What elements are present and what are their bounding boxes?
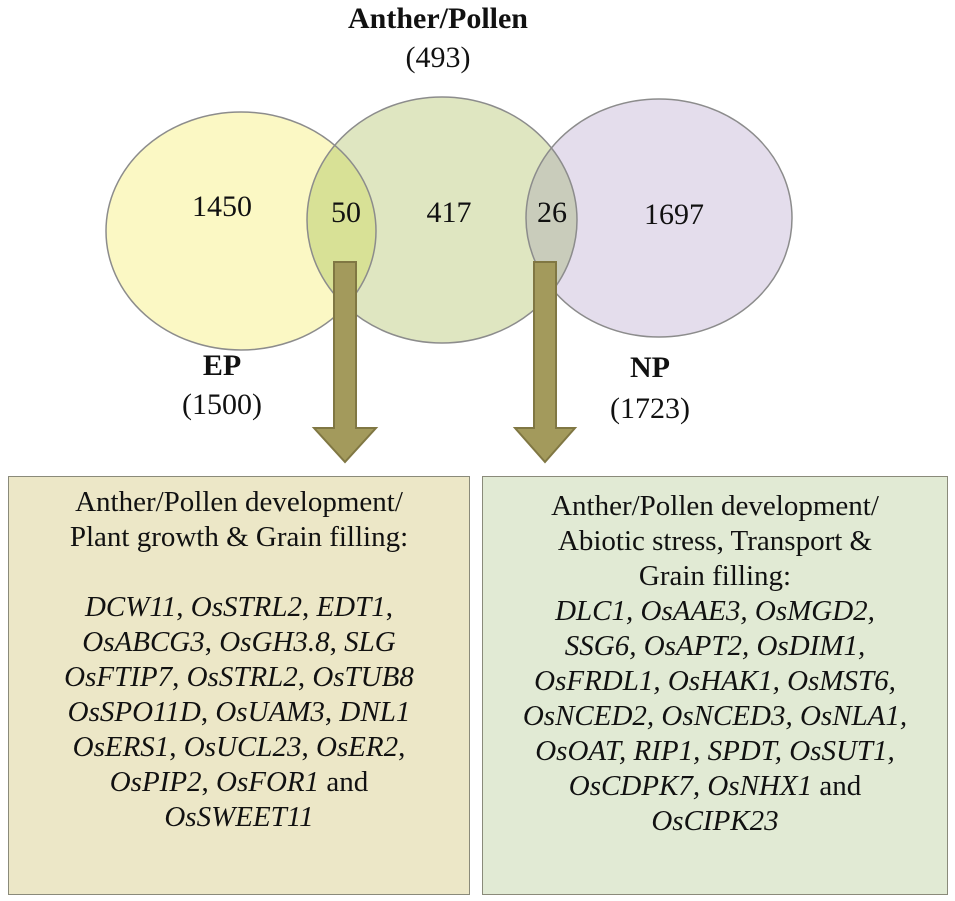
gene-name: OsFRDL1, OsHAK1, OsMST6, xyxy=(534,665,896,697)
gene-name: OsTUB8 xyxy=(312,661,414,693)
separator-text: , xyxy=(172,661,187,693)
gene-name: OsNCED2, OsNCED3, OsNLA1, xyxy=(522,700,908,732)
gene-name: OsOAT, RIP1, SPDT, OsSUT1, xyxy=(535,735,895,767)
separator-text: , xyxy=(385,591,394,623)
gene-name: OsSTRL2 xyxy=(190,591,302,623)
box-heading-line: Anther/Pollen development/ xyxy=(75,486,403,518)
separator-text: , xyxy=(204,626,220,658)
gene-line: OsCDPK7, OsNHX1 and xyxy=(483,769,947,804)
gene-line: OsFTIP7, OsSTRL2, OsTUB8 xyxy=(9,660,469,695)
gene-name: OsER2 xyxy=(315,731,399,763)
ep-circle-outline xyxy=(105,111,377,351)
box-heading-line: Abiotic stress, Transport & xyxy=(557,525,873,557)
ep-count: (1500) xyxy=(182,388,262,421)
gene-name: OsFTIP7 xyxy=(64,661,173,693)
gene-name: SSG6, OsAPT2, OsDIM1, xyxy=(564,630,866,662)
anther-circle-outline xyxy=(306,96,578,344)
gene-name: EDT1 xyxy=(316,591,386,623)
gene-line: OsERS1, OsUCL23, OsER2, xyxy=(9,730,469,765)
gene-line: OsFRDL1, OsHAK1, OsMST6, xyxy=(483,664,947,699)
gene-name: OsUCL23 xyxy=(183,731,302,763)
gene-line: OsCIPK23 xyxy=(483,804,947,839)
gene-line: DCW11, OsSTRL2, EDT1, xyxy=(9,590,469,625)
gene-name: OsCDPK7, OsNHX1 xyxy=(568,770,813,802)
ep-circle xyxy=(106,112,376,350)
gene-name: DCW11 xyxy=(84,591,177,623)
gene-line: OsPIP2, OsFOR1 and xyxy=(9,765,469,800)
ep-anther-gene-box: Anther/Pollen development/ Plant growth … xyxy=(8,476,470,895)
anther-np-gene-box: Anther/Pollen development/ Abiotic stres… xyxy=(482,476,948,895)
left-down-arrow xyxy=(311,261,379,464)
gene-list: DCW11, OsSTRL2, EDT1,OsABCG3, OsGH3.8, S… xyxy=(9,590,469,835)
gene-list: DLC1, OsAAE3, OsMGD2,SSG6, OsAPT2, OsDIM… xyxy=(483,594,947,839)
separator-text: , xyxy=(169,731,184,763)
separator-text: , xyxy=(398,731,406,763)
gene-line: OsSPO11D, OsUAM3, DNL1 xyxy=(9,695,469,730)
gene-line: OsNCED2, OsNCED3, OsNLA1, xyxy=(483,699,947,734)
gene-name: OsABCG3 xyxy=(82,626,205,658)
gene-name: DLC1, OsAAE3, OsMGD2, xyxy=(555,595,875,627)
gene-line: DLC1, OsAAE3, OsMGD2, xyxy=(483,594,947,629)
separator-text: , xyxy=(297,661,313,693)
gene-name: OsUAM3 xyxy=(215,696,325,728)
separator-text: and xyxy=(812,770,862,802)
box-heading-line: Grain filling: xyxy=(638,560,792,592)
gene-name: OsERS1 xyxy=(72,731,170,763)
separator-text: , xyxy=(324,696,340,728)
separator-text: , xyxy=(329,626,345,658)
gene-name: OsFOR1 xyxy=(216,766,320,798)
separator-text: , xyxy=(201,766,217,798)
box-heading-line: Anther/Pollen development/ xyxy=(551,490,879,522)
region-ep-only: 1450 xyxy=(192,190,252,223)
gene-line: OsOAT, RIP1, SPDT, OsSUT1, xyxy=(483,734,947,769)
separator-text: , xyxy=(301,591,317,623)
gene-name: OsSWEET11 xyxy=(164,801,314,833)
ep-label: EP xyxy=(202,349,242,382)
box-heading-line: Plant growth & Grain filling: xyxy=(69,521,409,553)
gene-name: OsSTRL2 xyxy=(186,661,298,693)
separator-text: and xyxy=(319,766,369,798)
anther-pollen-label: Anther/Pollen xyxy=(348,2,528,35)
venn-diagram xyxy=(105,96,793,464)
spacer xyxy=(9,555,469,590)
region-ep-anther: 50 xyxy=(331,196,361,229)
anther-pollen-count: (493) xyxy=(405,41,471,74)
gene-name: OsCIPK23 xyxy=(651,805,779,837)
gene-line: OsSWEET11 xyxy=(9,800,469,835)
separator-text: , xyxy=(200,696,216,728)
right-down-arrow xyxy=(512,261,578,464)
gene-name: OsPIP2 xyxy=(109,766,202,798)
region-anther-only: 417 xyxy=(426,196,472,229)
np-circle xyxy=(526,99,792,337)
gene-line: OsABCG3, OsGH3.8, SLG xyxy=(9,625,469,660)
separator-text: , xyxy=(176,591,191,623)
gene-name: SLG xyxy=(344,626,396,658)
separator-text: , xyxy=(301,731,316,763)
np-count: (1723) xyxy=(610,392,690,425)
anther-pollen-circle xyxy=(307,97,577,343)
region-np-only: 1697 xyxy=(644,198,704,231)
np-circle-outline xyxy=(525,98,793,338)
region-anther-np: 26 xyxy=(537,196,567,229)
gene-name: OsSPO11D xyxy=(67,696,201,728)
np-label: NP xyxy=(630,351,670,384)
gene-line: SSG6, OsAPT2, OsDIM1, xyxy=(483,629,947,664)
gene-name: OsGH3.8 xyxy=(219,626,330,658)
gene-name: DNL1 xyxy=(339,696,411,728)
